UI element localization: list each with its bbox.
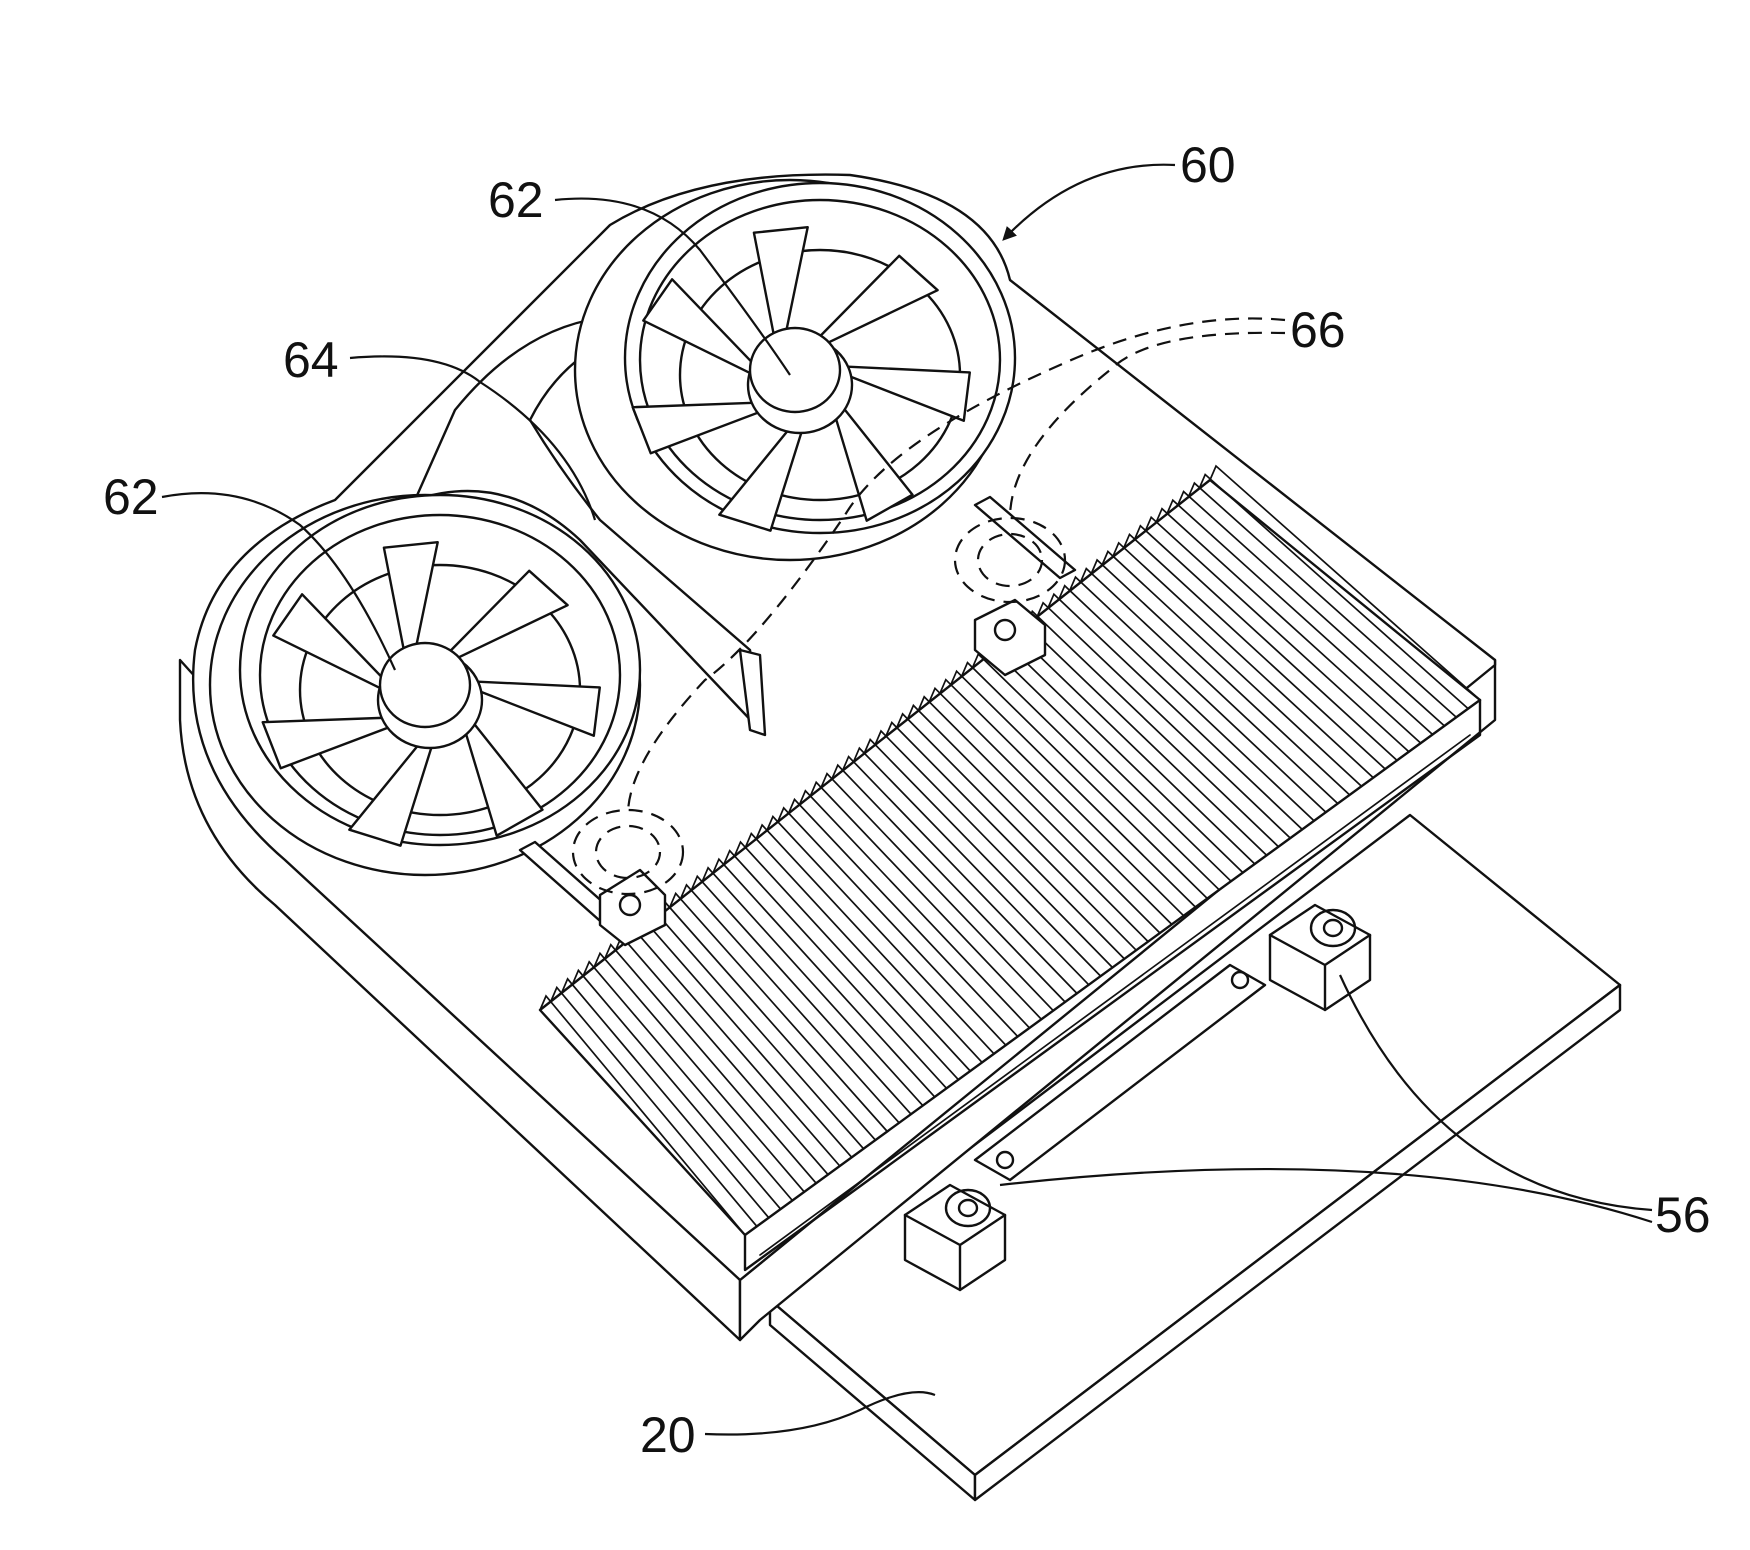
label-board-20: 20 bbox=[640, 1410, 696, 1460]
label-fittings-66: 66 bbox=[1290, 305, 1346, 355]
label-assembly-60: 60 bbox=[1180, 140, 1236, 190]
label-mounts-56: 56 bbox=[1655, 1190, 1711, 1240]
label-upper-fan-62: 62 bbox=[488, 175, 544, 225]
label-shroud-64: 64 bbox=[283, 335, 339, 385]
label-lower-fan-62: 62 bbox=[103, 472, 159, 522]
lower-fan bbox=[210, 495, 640, 875]
